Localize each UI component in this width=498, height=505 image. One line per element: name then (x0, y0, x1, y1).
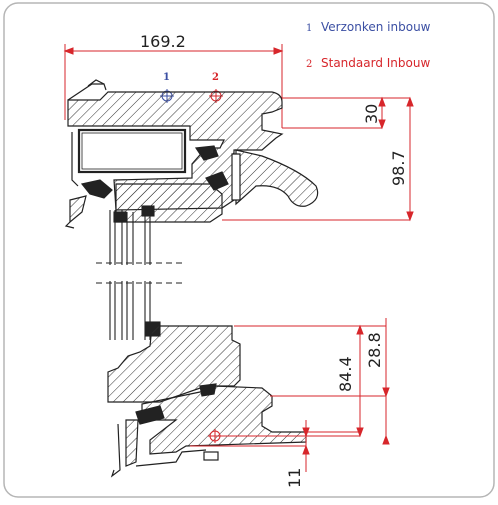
dimension-label-28-8: 28.8 (365, 332, 384, 368)
dimension-label-30: 30 (362, 104, 381, 124)
legend-label-verzonken: Verzonken inbouw (321, 20, 431, 34)
legend: 1 Verzonken inbouw 2 Standaard Inbouw (306, 20, 431, 70)
bottom-position-marker (208, 429, 222, 443)
glazing-pane (109, 205, 161, 340)
dimension-label-11: 11 (285, 468, 304, 488)
legend-label-standaard: Standaard Inbouw (321, 56, 430, 70)
legend-number-2: 2 (306, 59, 312, 70)
dimension-label-98-7: 98.7 (389, 150, 408, 186)
dimension-bottom-right (190, 318, 390, 472)
dimension-overall-width (63, 44, 284, 128)
marker-label-2: 2 (212, 72, 219, 83)
marker-label-1: 1 (163, 72, 170, 83)
dimension-label-width: 169.2 (140, 32, 186, 51)
legend-number-1: 1 (306, 23, 312, 34)
break-lines (96, 262, 184, 284)
dimension-label-84-4: 84.4 (336, 356, 355, 392)
dimension-top-right (222, 96, 414, 222)
bottom-profile (107, 325, 307, 478)
